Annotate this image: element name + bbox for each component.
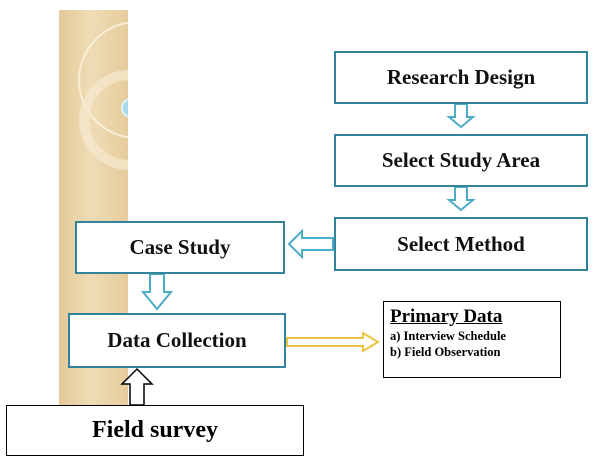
primary-data-box: Primary Data a) Interview Schedule b) Fi… [383, 301, 561, 378]
select-method-box: Select Method [334, 217, 588, 271]
research-design-box: Research Design [334, 51, 588, 104]
primary-data-title: Primary Data [390, 306, 503, 327]
arrow-collection-to-primary [286, 331, 380, 353]
field-survey-label: Field survey [92, 417, 218, 443]
arrow-survey-to-collection [120, 367, 154, 406]
case-study-label: Case Study [129, 235, 231, 259]
primary-data-item: b) Field Observation [390, 345, 501, 359]
research-design-label: Research Design [386, 65, 536, 89]
case-study-box: Case Study [75, 221, 285, 274]
arrow-case-to-collection [140, 273, 174, 311]
data-collection-label: Data Collection [107, 328, 247, 352]
data-collection-box: Data Collection [68, 313, 286, 368]
arrow-method-to-case [287, 228, 334, 260]
field-survey-box: Field survey [6, 405, 304, 456]
decorative-circles [78, 21, 128, 170]
arrow-area-to-method [446, 186, 476, 212]
primary-data-item: a) Interview Schedule [390, 329, 506, 343]
select-study-area-label: Select Study Area [381, 148, 541, 172]
select-study-area-box: Select Study Area [334, 134, 588, 187]
arrow-research-to-area [446, 103, 476, 129]
select-method-label: Select Method [397, 231, 525, 256]
